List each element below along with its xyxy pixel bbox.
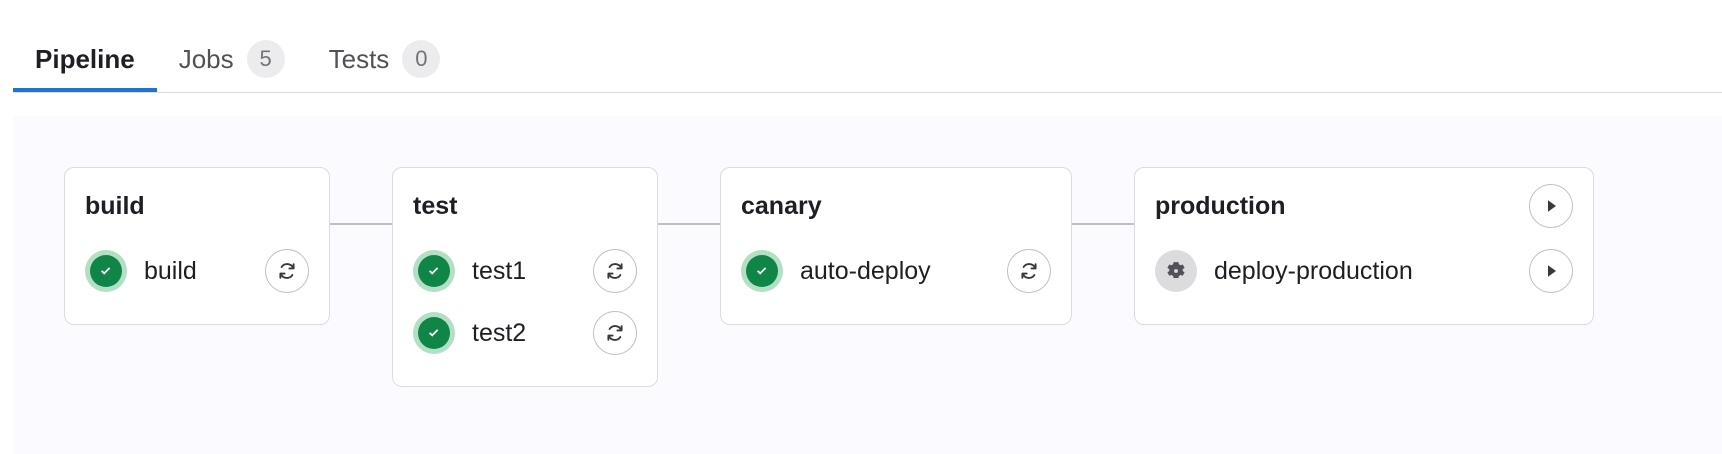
job-name-test1: test1 — [472, 256, 527, 285]
stage-title-build: build — [85, 191, 145, 220]
pipeline-tabbar: Pipeline Jobs 5 Tests 0 — [0, 0, 1722, 93]
retry-icon[interactable] — [593, 311, 637, 355]
stage-card-build: build build — [64, 167, 330, 325]
job-left-deploy-production: deploy-production — [1155, 250, 1413, 292]
job-row-auto-deploy[interactable]: auto-deploy — [741, 240, 1051, 302]
stage-header-production: production — [1155, 184, 1573, 228]
job-name-deploy-production: deploy-production — [1214, 256, 1413, 285]
stage-connector-build-test — [330, 223, 392, 225]
check-circle-icon — [741, 250, 783, 292]
job-name-test2: test2 — [472, 318, 527, 347]
tab-pipeline[interactable]: Pipeline — [13, 0, 157, 92]
check-circle-icon — [85, 250, 127, 292]
tab-tests-label: Tests — [328, 44, 390, 74]
play-icon[interactable] — [1529, 184, 1573, 228]
job-row-test1[interactable]: test1 — [413, 240, 637, 302]
job-row-build[interactable]: build — [85, 240, 309, 302]
job-left-test2: test2 — [413, 312, 526, 354]
stage-title-production: production — [1155, 191, 1286, 220]
job-name-auto-deploy: auto-deploy — [800, 256, 931, 285]
stage-connector-canary-production — [1072, 223, 1134, 225]
stage-wrap-production: production — [1134, 167, 1594, 325]
pipeline-graph-canvas: build build — [13, 116, 1722, 454]
stage-title-test: test — [413, 191, 458, 220]
stage-card-canary: canary auto-deploy — [720, 167, 1072, 325]
tab-tests-badge: 0 — [402, 40, 441, 78]
retry-icon[interactable] — [593, 249, 637, 293]
stage-header-build: build — [85, 186, 309, 226]
job-row-test2[interactable]: test2 — [413, 302, 637, 364]
job-left-build: build — [85, 250, 197, 292]
tab-jobs-label: Jobs — [178, 44, 234, 74]
retry-icon[interactable] — [1007, 249, 1051, 293]
stage-header-canary: canary — [741, 186, 1051, 226]
gear-icon — [1155, 250, 1197, 292]
stage-card-test: test test1 — [392, 167, 658, 387]
tab-jobs[interactable]: Jobs 5 — [157, 0, 307, 92]
play-icon[interactable] — [1529, 249, 1573, 293]
tab-jobs-badge: 5 — [246, 40, 285, 78]
job-row-deploy-production[interactable]: deploy-production — [1155, 240, 1573, 302]
stage-wrap-test: test test1 — [392, 167, 720, 387]
stage-card-production: production — [1134, 167, 1594, 325]
stage-header-test: test — [413, 186, 637, 226]
pipeline-graph: build build — [13, 116, 1594, 387]
check-circle-icon — [413, 312, 455, 354]
stage-wrap-canary: canary auto-deploy — [720, 167, 1134, 325]
tab-tests[interactable]: Tests 0 — [307, 0, 463, 92]
stage-wrap-build: build build — [64, 167, 392, 325]
tab-pipeline-label: Pipeline — [35, 44, 135, 74]
check-circle-icon — [413, 250, 455, 292]
stage-title-canary: canary — [741, 191, 822, 220]
retry-icon[interactable] — [265, 249, 309, 293]
job-name-build: build — [144, 256, 197, 285]
stage-connector-test-canary — [658, 223, 720, 225]
job-left-test1: test1 — [413, 250, 526, 292]
job-left-auto-deploy: auto-deploy — [741, 250, 931, 292]
